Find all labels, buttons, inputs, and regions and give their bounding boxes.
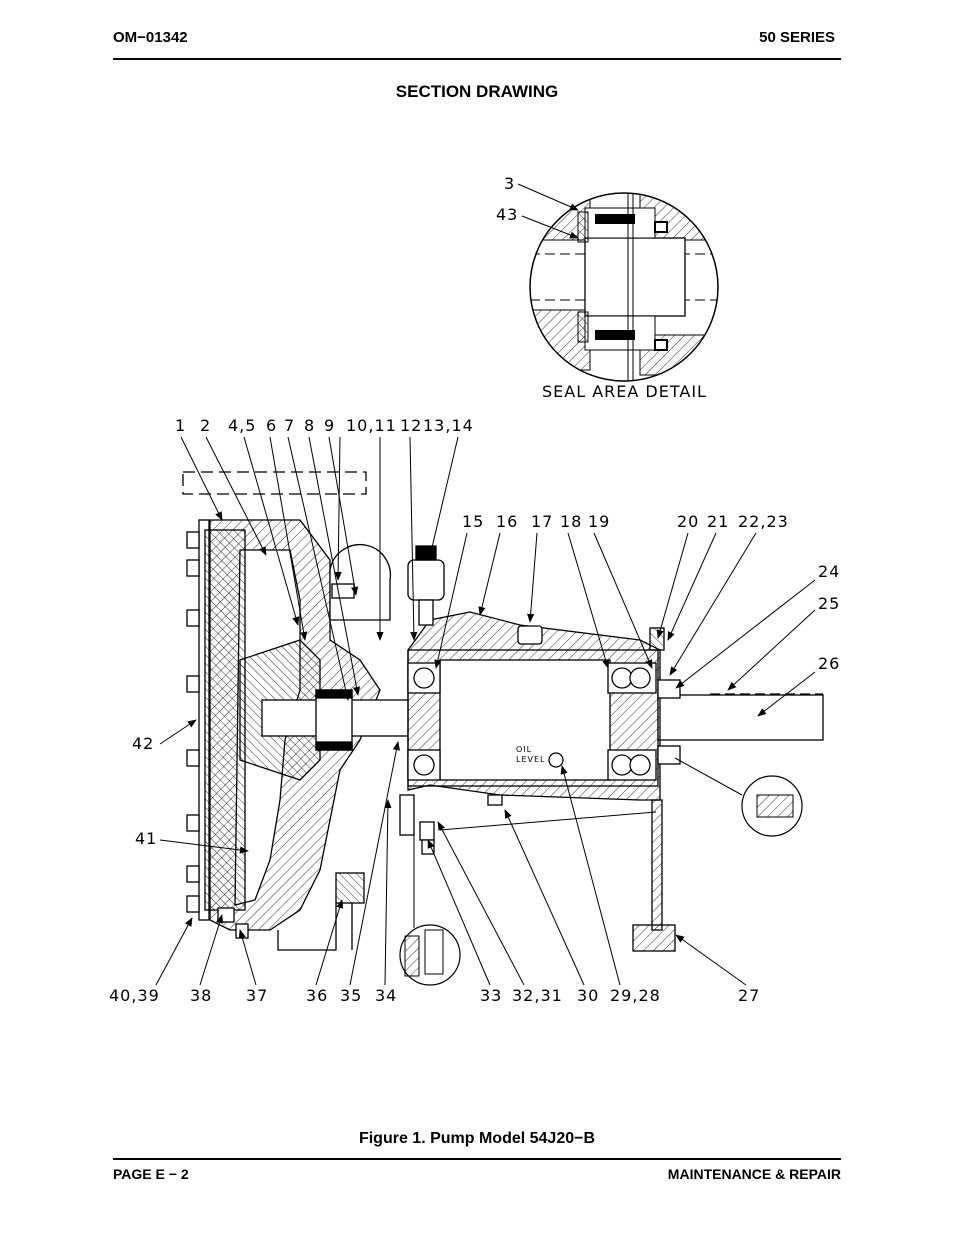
- footer-rule: [113, 1158, 841, 1160]
- page-number: PAGE E − 2: [113, 1166, 189, 1182]
- oil-level-line2: LEVEL: [516, 755, 546, 764]
- callout-35: 35: [340, 986, 362, 1005]
- callout-37: 37: [246, 986, 268, 1005]
- callout-22-23: 22,23: [738, 512, 789, 531]
- callout-8: 8: [304, 416, 315, 435]
- callout-13-14: 13,14: [423, 416, 474, 435]
- callout-1: 1: [175, 416, 186, 435]
- callout-25: 25: [818, 594, 840, 613]
- leader-43: [521, 215, 579, 239]
- callout-27: 27: [738, 986, 760, 1005]
- section-name: MAINTENANCE & REPAIR: [667, 1166, 841, 1182]
- callout-38: 38: [190, 986, 212, 1005]
- callout-36: 36: [306, 986, 328, 1005]
- figure-caption: Figure 1. Pump Model 54J20−B: [358, 1130, 596, 1147]
- callout-4-5: 4,5: [228, 416, 256, 435]
- pump-assembly: [182, 471, 824, 952]
- callout-18: 18: [560, 512, 582, 531]
- callout-20: 20: [677, 512, 699, 531]
- leader-lines: [155, 436, 816, 986]
- callout-43: 43: [496, 205, 518, 224]
- callout-16: 16: [496, 512, 518, 531]
- callout-34: 34: [375, 986, 397, 1005]
- document-number: OM−01342: [113, 29, 188, 46]
- callout-10-11: 10,11: [346, 416, 397, 435]
- seal-area-detail: [529, 192, 719, 382]
- leader-3: [517, 183, 579, 211]
- oil-level-line1: OIL: [516, 745, 532, 754]
- callout-9: 9: [324, 416, 335, 435]
- series-name: 50 SERIES: [759, 29, 835, 46]
- callout-21: 21: [707, 512, 729, 531]
- callout-41: 41: [135, 829, 157, 848]
- callout-33: 33: [480, 986, 502, 1005]
- section-title: SECTION DRAWING: [395, 82, 559, 101]
- callout-12: 12: [400, 416, 422, 435]
- callout-2: 2: [200, 416, 211, 435]
- callout-19: 19: [588, 512, 610, 531]
- callout-29-28: 29,28: [610, 986, 661, 1005]
- bearing-detail-circle: [674, 757, 803, 837]
- callout-6: 6: [266, 416, 277, 435]
- gasket-detail-circle: [399, 835, 461, 986]
- header-rule: [113, 58, 841, 60]
- callout-26: 26: [818, 654, 840, 673]
- callout-30: 30: [577, 986, 599, 1005]
- callout-24: 24: [818, 562, 840, 581]
- callout-3: 3: [504, 174, 515, 193]
- callout-17: 17: [531, 512, 553, 531]
- callout-32-31: 32,31: [512, 986, 563, 1005]
- callout-42: 42: [132, 734, 154, 753]
- callout-40-39: 40,39: [109, 986, 160, 1005]
- callout-15: 15: [462, 512, 484, 531]
- seal-area-detail-label: SEAL AREA DETAIL: [542, 382, 707, 401]
- callout-7: 7: [284, 416, 295, 435]
